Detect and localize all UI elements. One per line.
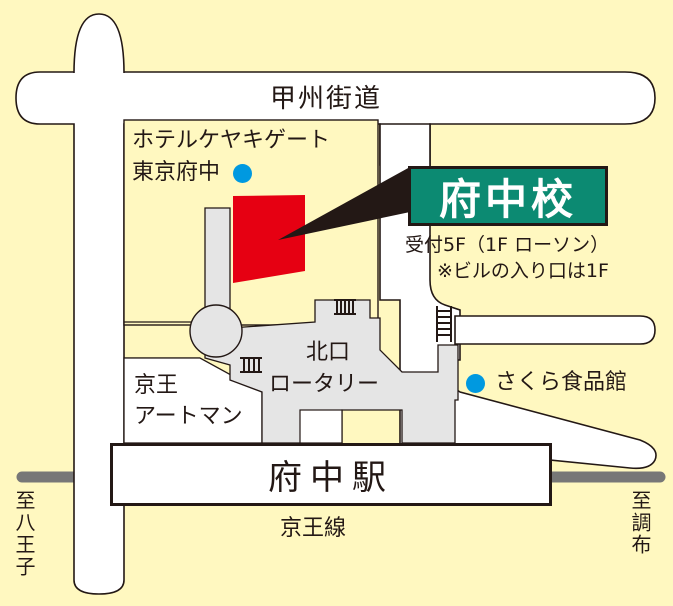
rotary-label-line1: 北口	[306, 340, 351, 365]
keio-artman-label-line1: 京王	[134, 373, 179, 398]
roundabout	[189, 304, 243, 358]
sakura-label: さくら食品館	[466, 372, 627, 394]
stairs-icon	[240, 357, 262, 373]
north-rotary-plaza	[204, 207, 459, 444]
keio-artman-label-line2: アートマン	[134, 404, 243, 429]
rail-line-label: 京王線	[280, 516, 347, 541]
landmark-marker-icon	[233, 163, 253, 183]
direction-west: 至八王子	[12, 490, 36, 578]
side-street-east	[454, 315, 656, 345]
station-name: 府中駅	[268, 458, 394, 498]
callout-pointer	[278, 167, 410, 240]
direction-east: 至調布	[628, 490, 652, 556]
reception-info: 受付5F（1F ローソン）	[405, 234, 610, 256]
station-box[interactable]: 府中駅	[110, 443, 552, 506]
landmark-marker-icon	[466, 373, 485, 393]
plaza-inner-building	[299, 409, 343, 444]
stairs-icon	[436, 306, 452, 342]
school-badge[interactable]: 府中校	[408, 166, 608, 226]
hotel-label-line2: 東京府中	[132, 160, 253, 185]
stairs-icon	[334, 299, 356, 315]
sakura-label-text: さくら食品館	[495, 370, 628, 395]
hotel-label-text: 東京府中	[132, 160, 221, 185]
road-label-koshu-kaido: 甲州街道	[270, 84, 383, 114]
hotel-label-line1: ホテルケヤキゲート	[132, 128, 331, 153]
school-building	[233, 195, 305, 283]
entrance-note: ※ビルの入り口は1F	[437, 260, 609, 282]
rotary-label-line2: ロータリー	[269, 372, 380, 397]
